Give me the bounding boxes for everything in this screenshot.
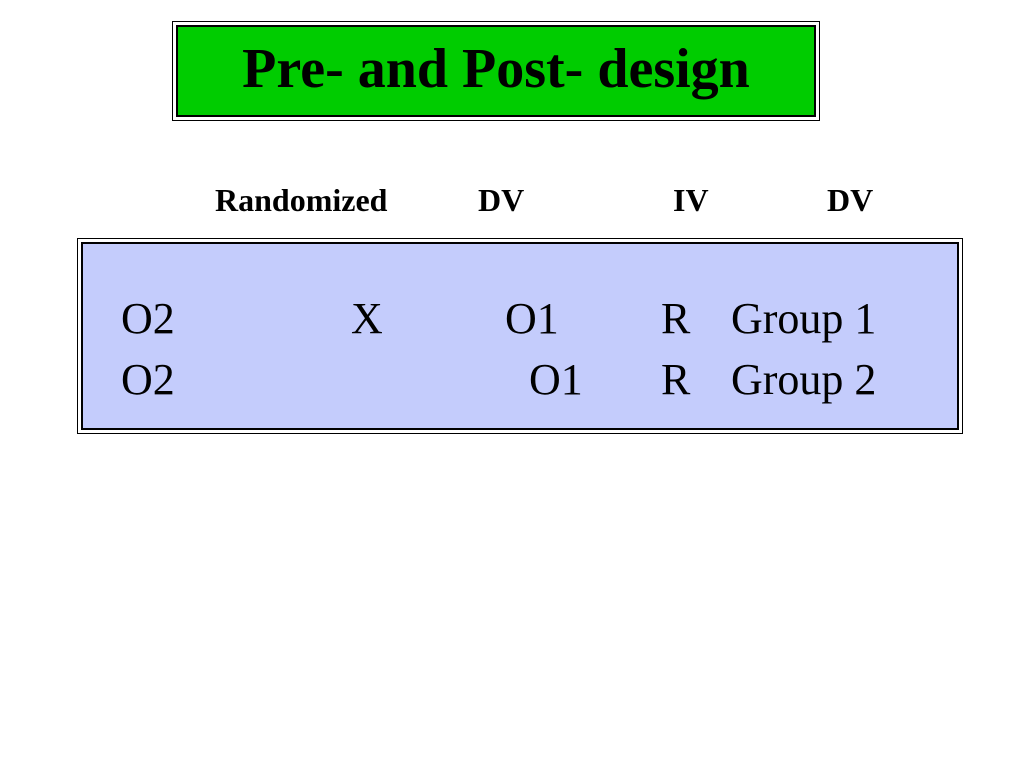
row-2-assignment: R xyxy=(661,355,691,404)
column-header-iv: IV xyxy=(673,182,709,218)
row-1-treatment: X xyxy=(351,294,383,343)
title-frame: Pre- and Post- design xyxy=(172,21,820,121)
title-box: Pre- and Post- design xyxy=(176,25,816,117)
column-header-dv-post: DV xyxy=(827,182,874,218)
row-2-posttest: O1 xyxy=(529,355,583,404)
column-header-randomized: Randomized xyxy=(215,182,388,218)
row-1-group: Group 1 xyxy=(731,294,877,343)
column-header-dv-pre: DV xyxy=(478,182,525,218)
row-1-assignment: R xyxy=(661,294,691,343)
slide-title: Pre- and Post- design xyxy=(242,38,750,100)
row-2-group: Group 2 xyxy=(731,355,877,404)
row-1-pretest: O2 xyxy=(121,294,175,343)
design-table-frame: O2 X O1 R Group 1 O2 O1 R Group 2 xyxy=(77,238,963,434)
design-table: O2 X O1 R Group 1 O2 O1 R Group 2 xyxy=(81,242,959,430)
row-1-posttest: O1 xyxy=(505,294,559,343)
row-2-pretest: O2 xyxy=(121,355,175,404)
